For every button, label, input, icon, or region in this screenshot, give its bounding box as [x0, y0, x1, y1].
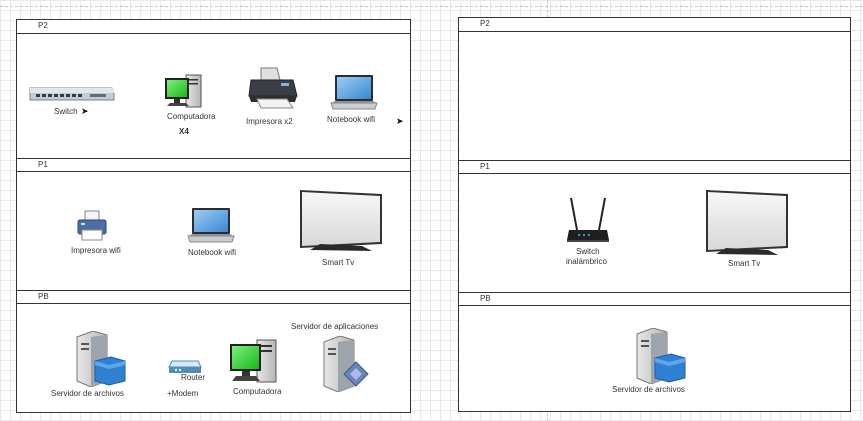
- computer-label: Computadora: [233, 387, 282, 396]
- wireless-switch-label: Switch: [576, 247, 600, 256]
- office-printer-icon[interactable]: [76, 210, 108, 242]
- canvas-horizontal-guide: [0, 6, 863, 7]
- printer-label: Impresora wifi: [71, 246, 121, 255]
- router-label: Router: [181, 373, 206, 382]
- modem-label: +Modem: [167, 389, 199, 398]
- floor-title: PB: [480, 294, 491, 303]
- connection-arrow: ➤: [396, 116, 404, 126]
- router-icon[interactable]: [168, 359, 202, 377]
- inkjet-printer-icon[interactable]: [247, 66, 299, 110]
- floor-header-pb[interactable]: PB: [17, 290, 410, 304]
- floor-title: P2: [480, 19, 490, 28]
- desktop-computer-icon[interactable]: [229, 339, 279, 385]
- app-server-label: Servidor de aplicaciones: [291, 322, 379, 331]
- smart-tv-icon[interactable]: [704, 188, 790, 256]
- desktop-computer-icon[interactable]: [164, 74, 204, 110]
- wireless-switch-label: inalámbrico: [566, 257, 607, 266]
- network-switch-icon[interactable]: [28, 84, 116, 104]
- floor-title: PB: [38, 292, 49, 301]
- tv-label: Smart Tv: [322, 258, 355, 267]
- computer-label: Computadora: [167, 112, 216, 121]
- file-server-label: Servidor de archivos: [51, 389, 124, 398]
- floor-title: P1: [38, 160, 48, 169]
- file-server-icon[interactable]: [633, 328, 687, 384]
- notebook-label: Notebook wifi: [327, 115, 376, 124]
- floor-header-p1[interactable]: P1: [459, 160, 850, 174]
- file-server-icon[interactable]: [73, 331, 127, 387]
- laptop-icon[interactable]: [329, 74, 379, 112]
- notebook-label: Notebook wifi: [188, 248, 237, 257]
- switch-label: Switch: [54, 107, 78, 116]
- connection-arrow: ➤: [81, 106, 89, 116]
- computer-quantity: X4: [179, 127, 189, 136]
- right-building[interactable]: P2 P1 Switch inalámbrico Smart Tv PB Ser…: [458, 17, 851, 412]
- tv-label: Smart Tv: [728, 259, 761, 268]
- floor-header-p2[interactable]: P2: [17, 20, 410, 34]
- wireless-router-icon[interactable]: [565, 196, 611, 244]
- left-building[interactable]: P2 Switch ➤ Computadora X4 Impresora x2 …: [16, 19, 411, 413]
- printer-label: Impresora x2: [246, 117, 293, 126]
- laptop-icon[interactable]: [186, 207, 236, 245]
- floor-title: P2: [38, 21, 48, 30]
- floor-header-p2[interactable]: P2: [459, 18, 850, 32]
- smart-tv-icon[interactable]: [298, 188, 384, 252]
- file-server-label: Servidor de archivos: [612, 385, 685, 394]
- application-server-icon[interactable]: [322, 336, 370, 392]
- floor-header-p1[interactable]: P1: [17, 158, 410, 172]
- floor-title: P1: [480, 162, 490, 171]
- floor-header-pb[interactable]: PB: [459, 292, 850, 306]
